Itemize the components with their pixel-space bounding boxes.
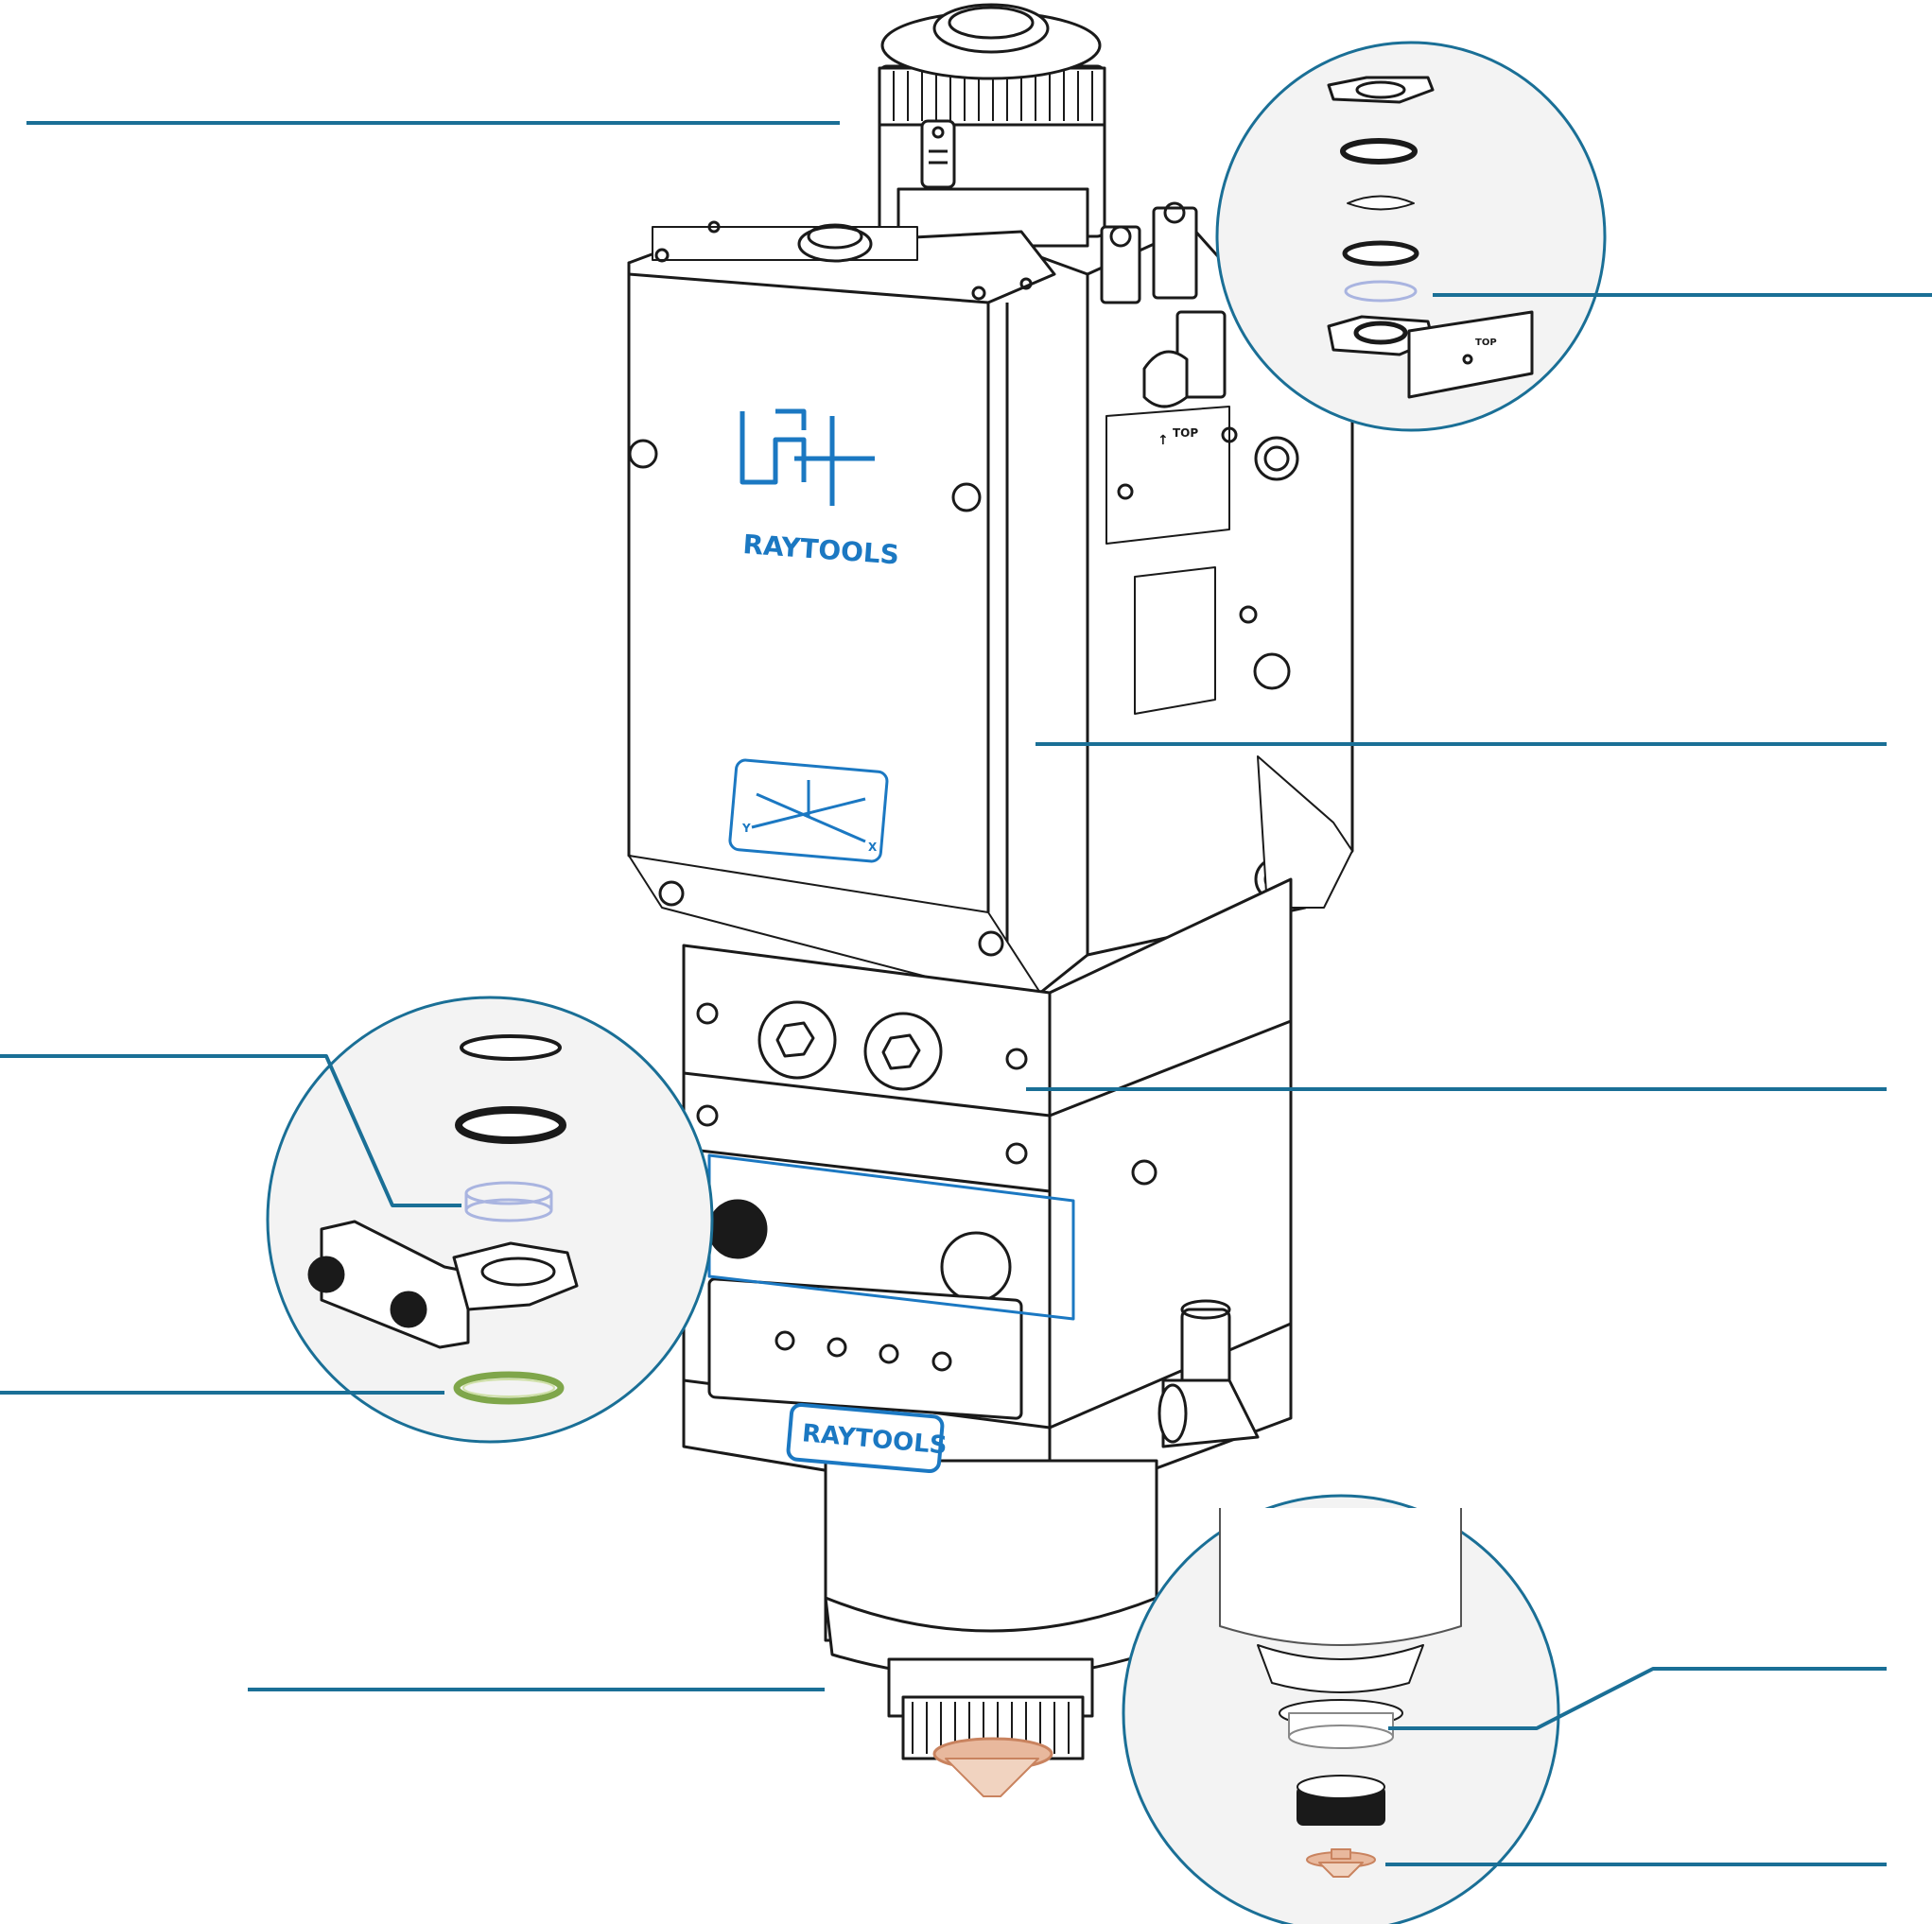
callout-ceramic-ring: [1122, 1494, 1560, 1924]
axis-letter-x: X: [868, 841, 878, 854]
leader-lower-protective-window: [0, 1054, 461, 1207]
leader-ceramic-ring: [1388, 1667, 1887, 1730]
collimator-knob: [878, 3, 1106, 248]
plate-text-top-callout: TOP: [1475, 338, 1497, 348]
side-block: ↑ TOP: [1086, 201, 1354, 957]
axis-plate: [728, 758, 889, 863]
callout-upper-protective-window: TOP: [1215, 41, 1607, 432]
plate-text-top: TOP: [1173, 426, 1198, 440]
upper-module-housing: [627, 220, 1089, 995]
lower-block: [682, 877, 1293, 1510]
raytools-badge-bottom: RAYTOOLS: [786, 1402, 949, 1474]
nozzle-body: [824, 1459, 1158, 1797]
axis-letter-y: Y: [741, 822, 751, 835]
leader-lines: [0, 121, 1932, 1866]
raytools-logo-top: [740, 408, 875, 506]
callout-protective-window-drawer: [266, 996, 714, 1444]
svg-text:↑: ↑: [1157, 433, 1169, 448]
